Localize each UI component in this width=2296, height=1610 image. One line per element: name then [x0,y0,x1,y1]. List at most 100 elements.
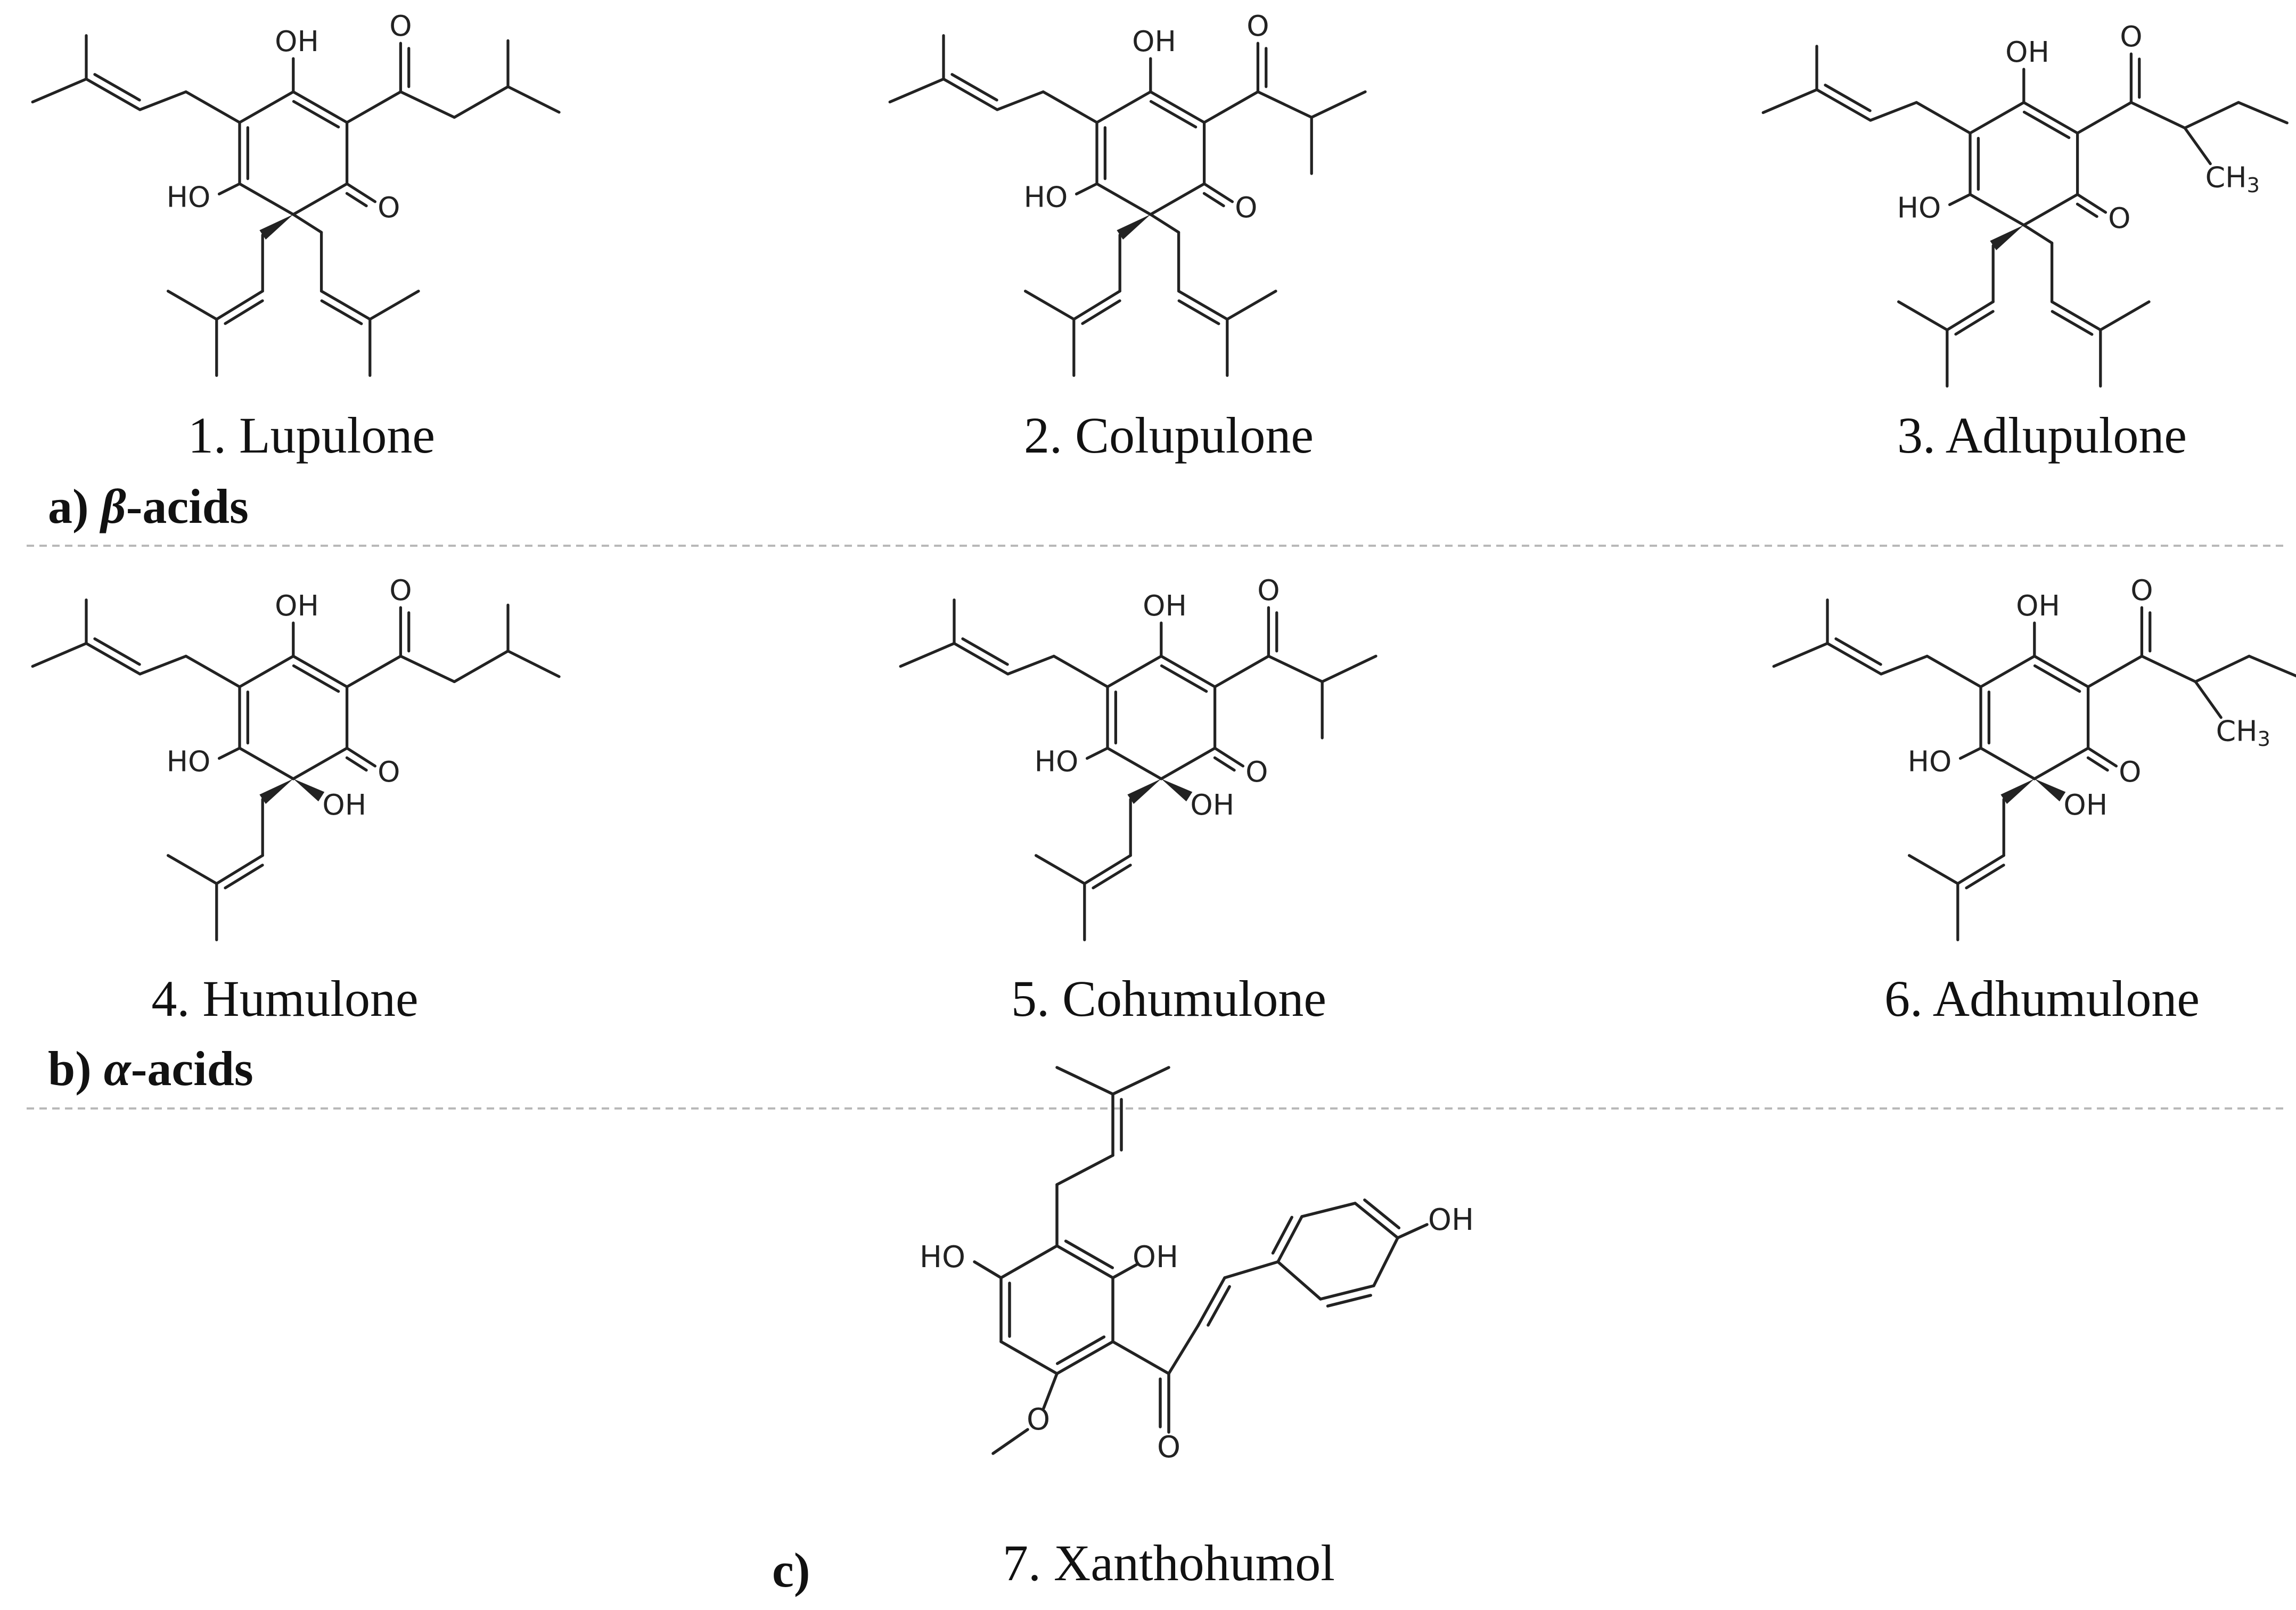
double-bond [224,864,264,890]
bond-line [991,1428,1029,1455]
double-bond [950,73,998,102]
double-bond [1207,1285,1231,1327]
double-bond [292,90,349,124]
bond-line [1106,746,1163,781]
bond-line [1979,654,2036,688]
hydroxyl-label: OH [322,788,366,822]
carbonyl-label: O [2119,755,2141,788]
methoxy-label: O [1027,1402,1050,1437]
hydroxyl-label: HO [1908,745,1952,778]
double-bond [292,654,349,688]
bond-line [1055,1066,1114,1096]
bond-line [31,642,88,668]
double-bond [1083,854,1132,885]
bond-line [1880,654,1929,676]
bond-line [506,650,561,678]
double-bond [1213,746,1245,768]
double-bond [1177,290,1229,321]
bond-line [2076,101,2133,135]
stereo-wedge [2034,778,2066,802]
hydroxyl-label: HO [1024,180,1068,214]
double-bond [2050,300,2102,332]
double-bond [345,182,377,203]
bond-line [1052,654,1109,688]
double-bond [2022,110,2071,139]
double-bond [1276,1215,1303,1263]
double-bond [320,299,363,325]
stereo-wedge [2000,778,2035,804]
hydroxyl-label: HO [1897,191,1941,225]
hydroxyl-label: OH [1132,24,1176,58]
hydroxyl-label: OH [2063,788,2108,822]
carbonyl-label: O [378,755,400,788]
hydroxyl-label: HO [920,1240,965,1275]
section-label-alpha: b) α-acids [48,1041,253,1096]
carbonyl-label: O [1257,573,1280,607]
stereo-wedge [1127,778,1161,804]
bond-line [1226,290,1277,321]
double-bond [1202,182,1234,203]
bond-line [1969,101,2026,135]
bond-line [1772,642,1829,668]
double-bond [1834,637,1882,666]
bond-line [368,290,420,321]
double-bond [1213,756,1236,772]
double-bond [319,290,372,321]
bond-line [138,90,187,111]
double-bond [292,100,340,129]
double-bond [1954,310,1995,336]
double-bond [1956,854,2005,885]
bond-line [1223,1260,1280,1279]
hydroxyl-label: HO [167,745,211,778]
bond-line [399,654,456,684]
double-bond [2022,101,2079,135]
section-label-c: c) [772,1543,810,1597]
bond-line [166,854,218,885]
double-bond [1160,664,1208,693]
stereo-wedge [259,214,293,240]
bond-line [1106,654,1163,688]
bond-line [2248,654,2296,678]
bond-line [1149,213,1180,234]
stereo-wedge [259,778,293,804]
bond-line [1213,654,1270,688]
bond-line [1761,88,1818,114]
bond-line [2183,101,2240,130]
compound-name: 4. Humulone [151,970,418,1027]
double-bond [1072,290,1121,321]
bond-line [238,90,295,124]
double-bond [215,854,264,885]
bond-line [1907,854,1959,885]
double-bond [1149,90,1206,124]
bond-line [1897,300,1949,332]
bond-line [1321,654,1377,684]
bond-line [453,650,510,684]
carbonyl-label: O [2120,20,2142,53]
double-bond [2076,193,2108,214]
hydroxyl-label: OH [1428,1203,1474,1237]
stereo-wedge [1161,778,1193,802]
bond-line [1149,182,1206,216]
bond-line [184,90,241,124]
carbonyl-label: O [1235,191,1257,224]
bond-line [1111,1263,1138,1279]
bond-line [166,290,218,321]
bond-line [1372,1236,1399,1287]
stereo-wedge [1990,225,2024,250]
double-bond [2076,202,2098,218]
hydroxyl-label: HO [167,180,211,214]
bond-line [1958,746,1982,760]
hydroxyl-label: HO [1035,745,1079,778]
double-bond [1326,1294,1372,1308]
double-bond [1946,300,1995,332]
double-bond [224,299,264,325]
bond-line [2033,746,2090,781]
bond-line [1095,90,1152,124]
double-bond [1815,88,1872,122]
